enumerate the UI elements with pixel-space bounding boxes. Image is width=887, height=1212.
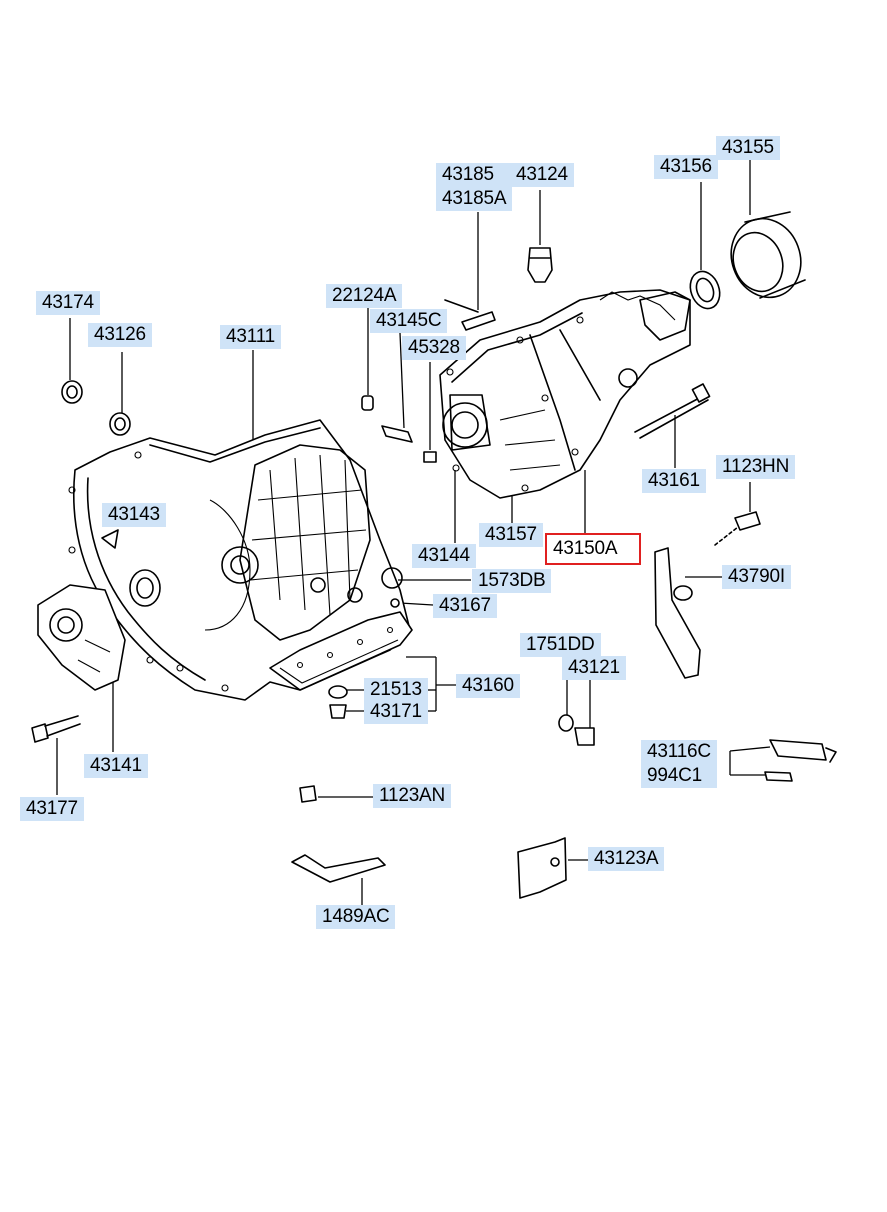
part-label-43161[interactable]: 43161 [642, 469, 706, 493]
part-label-994C1: 994C1 [647, 765, 702, 786]
part-label-43116C-group[interactable]: 43116C 994C1 [641, 740, 717, 788]
part-label-1123AN[interactable]: 1123AN [373, 784, 452, 808]
clutch-housing-drawing [68, 419, 413, 701]
part-label-43116C: 43116C [647, 741, 711, 762]
part-label-43144[interactable]: 43144 [412, 544, 476, 568]
part-label-43156[interactable]: 43156 [654, 155, 718, 179]
part-label-43177[interactable]: 43177 [20, 797, 84, 821]
part-label-1489AC[interactable]: 1489AC [316, 905, 396, 929]
part-label-43171[interactable]: 43171 [364, 700, 428, 724]
part-label-43141[interactable]: 43141 [84, 754, 148, 778]
part-label-43111[interactable]: 43111 [220, 325, 282, 349]
part-label-43126[interactable]: 43126 [88, 323, 152, 347]
part-label-1573DB[interactable]: 1573DB [472, 569, 552, 593]
part-label-43123A[interactable]: 43123A [588, 847, 665, 871]
part-label-43185: 43185 [442, 164, 494, 185]
part-label-43174[interactable]: 43174 [36, 291, 100, 315]
part-label-21513[interactable]: 21513 [364, 678, 428, 702]
extension-housing-drawing [439, 289, 691, 499]
small-parts-drawing [31, 247, 837, 899]
part-label-43185-group[interactable]: 43185 43185A [436, 163, 513, 211]
part-label-43160[interactable]: 43160 [456, 674, 520, 698]
part-label-43185A: 43185A [442, 188, 507, 209]
part-label-43790I[interactable]: 43790I [722, 565, 791, 589]
part-label-43124[interactable]: 43124 [510, 163, 574, 187]
part-label-1123HN[interactable]: 1123HN [716, 455, 796, 479]
part-label-43155[interactable]: 43155 [716, 136, 780, 160]
part-label-43145C[interactable]: 43145C [370, 309, 448, 333]
part-label-43143[interactable]: 43143 [102, 503, 166, 527]
part-label-43150A[interactable]: 43150A [545, 533, 641, 565]
part-label-43121[interactable]: 43121 [562, 656, 626, 680]
part-label-43167[interactable]: 43167 [433, 594, 497, 618]
part-label-22124A[interactable]: 22124A [326, 284, 403, 308]
part-label-43157[interactable]: 43157 [479, 523, 543, 547]
part-label-1751DD[interactable]: 1751DD [520, 633, 601, 657]
rear-seal-drawing [689, 211, 806, 310]
part-label-45328[interactable]: 45328 [402, 336, 466, 360]
